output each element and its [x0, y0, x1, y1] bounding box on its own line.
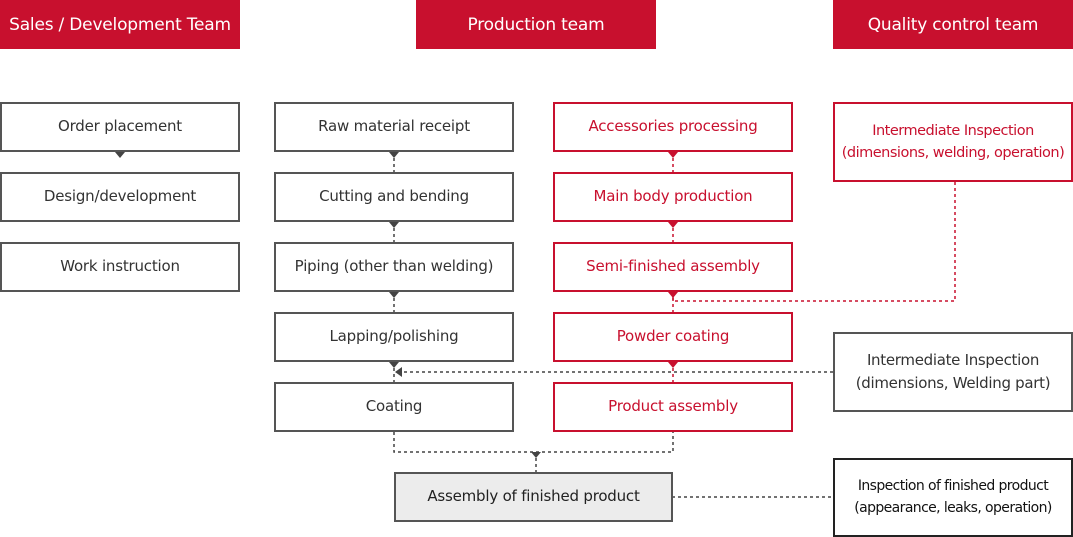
step-cutting-bending: Cutting and bending [274, 172, 514, 222]
header-production: Production team [416, 0, 656, 49]
qc-final-title: Inspection of finished product [857, 477, 1049, 494]
step-assembly-finished-product: Assembly of finished product [394, 472, 673, 522]
arrowhead [389, 152, 399, 158]
arrowhead [668, 222, 678, 228]
arrowhead [389, 292, 399, 298]
arrowhead [531, 452, 541, 458]
header-sales-development: Sales / Development Team [0, 0, 240, 49]
qc-intermediate-1-title: Intermediate Inspection [872, 122, 1034, 139]
header-quality-control: Quality control team [833, 0, 1073, 49]
step-accessories-processing: Accessories processing [553, 102, 793, 152]
step-design-development: Design/development [0, 172, 240, 222]
step-lapping-polishing: Lapping/polishing [274, 312, 514, 362]
step-powder-coating: Powder coating [553, 312, 793, 362]
qc-intermediate-inspection-1: Intermediate Inspection (dimensions, wel… [833, 102, 1073, 182]
step-piping: Piping (other than welding) [274, 242, 514, 292]
qc-intermediate-1-detail: (dimensions, welding, operation) [841, 145, 1065, 161]
qc-intermediate-2-detail: (dimensions, Welding part) [855, 374, 1051, 392]
qc-final-detail: (appearance, leaks, operation) [854, 499, 1052, 516]
arrowhead [668, 362, 678, 368]
step-coating: Coating [274, 382, 514, 432]
qc-final-inspection: Inspection of finished product (appearan… [833, 458, 1073, 537]
arrowhead [668, 292, 678, 298]
qc-intermediate-inspection-2: Intermediate Inspection (dimensions, Wel… [833, 332, 1073, 412]
step-work-instruction: Work instruction [0, 242, 240, 292]
step-semi-finished-assembly: Semi-finished assembly [553, 242, 793, 292]
step-raw-material-receipt: Raw material receipt [274, 102, 514, 152]
step-main-body-production: Main body production [553, 172, 793, 222]
arrowhead [668, 152, 678, 158]
arrowhead [115, 152, 125, 158]
arrowhead [389, 362, 399, 368]
arrowhead [395, 367, 402, 377]
arrowhead [389, 222, 399, 228]
qc-intermediate-2-title: Intermediate Inspection [866, 350, 1040, 369]
step-order-placement: Order placement [0, 102, 240, 152]
step-product-assembly: Product assembly [553, 382, 793, 432]
